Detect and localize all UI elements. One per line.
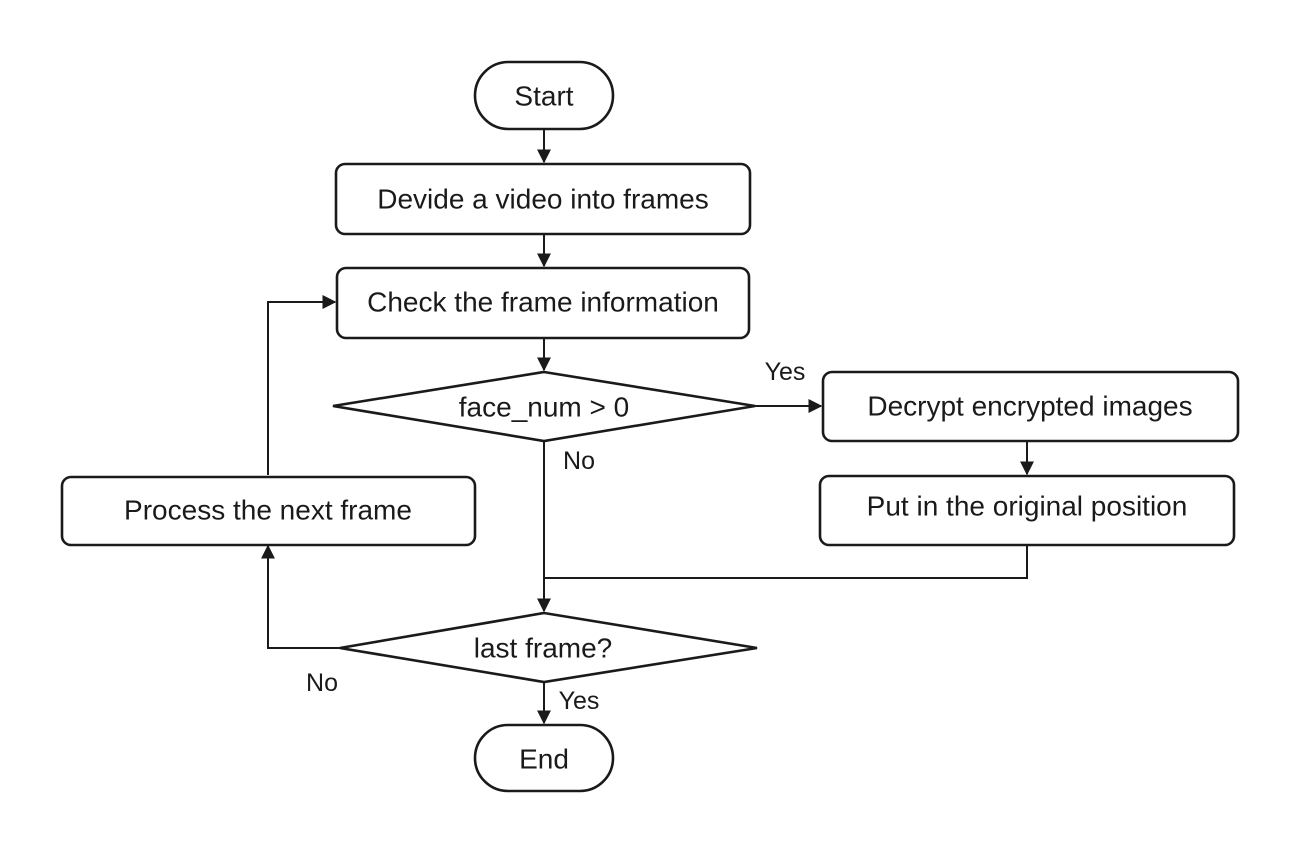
- face-no-label: No: [563, 447, 595, 475]
- check-process: [335, 266, 751, 340]
- decrypt-node: Decrypt encrypted images: [821, 370, 1240, 443]
- next-frame-node: Process the next frame: [60, 475, 477, 547]
- start-terminal: [473, 60, 615, 131]
- check-label: Check the frame information: [367, 287, 719, 318]
- edge-last-no-to-next-frame: [261, 544, 340, 649]
- start-node: Start: [473, 60, 615, 131]
- face-decision-diamond: [332, 370, 756, 443]
- check-node: Check the frame information: [335, 266, 751, 340]
- face-yes-label: Yes: [765, 358, 806, 386]
- put-back-node: Put in the original position: [818, 474, 1236, 547]
- last-decision-node: last frame?: [339, 611, 758, 684]
- put-back-label: Put in the original position: [867, 491, 1188, 522]
- edge-labels: Yes No No Yes: [306, 358, 805, 715]
- last-no-label: No: [306, 669, 338, 697]
- divide-label: Devide a video into frames: [377, 184, 709, 215]
- face-decision-node: face_num > 0: [332, 370, 756, 443]
- divide-process: [334, 162, 752, 236]
- last-decision-label: last frame?: [474, 633, 613, 664]
- last-yes-label: Yes: [559, 687, 600, 715]
- put-back-process: [818, 474, 1236, 547]
- edge-next-frame-to-check: [267, 295, 337, 475]
- decrypt-label: Decrypt encrypted images: [867, 391, 1192, 422]
- edge-put-back-merge: [544, 545, 1028, 579]
- end-node: End: [473, 723, 615, 793]
- next-frame-process: [60, 475, 477, 547]
- end-label: End: [519, 744, 569, 775]
- decrypt-process: [821, 370, 1240, 443]
- last-decision-diamond: [339, 611, 758, 684]
- face-decision-label: face_num > 0: [459, 392, 629, 423]
- next-frame-label: Process the next frame: [124, 495, 412, 526]
- divide-node: Devide a video into frames: [334, 162, 752, 236]
- end-terminal: [473, 723, 615, 793]
- edges: [261, 129, 1034, 725]
- start-label: Start: [514, 81, 573, 112]
